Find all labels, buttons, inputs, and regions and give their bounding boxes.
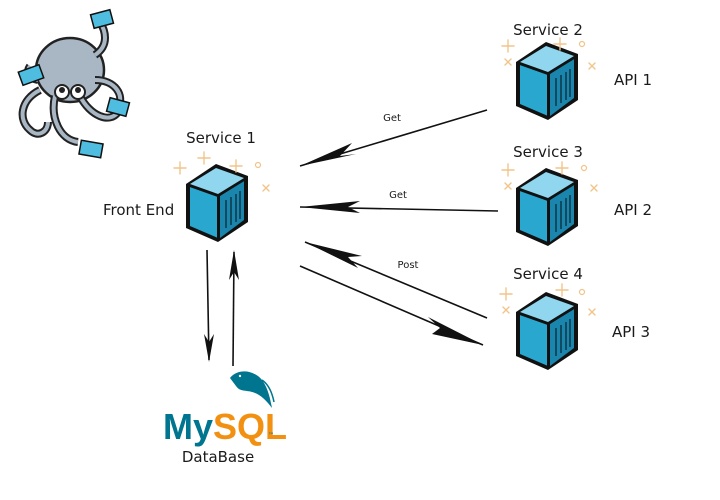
mysql-logo-icon: MySQL ™ bbox=[163, 371, 287, 447]
service-4-api: API 3 bbox=[612, 323, 650, 341]
service-4-container-icon bbox=[515, 291, 579, 371]
service-3-api: API 2 bbox=[614, 201, 652, 219]
svg-text:MySQL: MySQL bbox=[163, 406, 287, 447]
service-1-role: Front End bbox=[103, 201, 174, 219]
octopus-mascot-icon bbox=[17, 8, 131, 159]
service-1-sparkles bbox=[173, 151, 270, 192]
service-4-sparkles bbox=[499, 283, 596, 316]
database-label: DataBase bbox=[182, 448, 254, 466]
service-2-name: Service 2 bbox=[513, 21, 583, 39]
edge-database-to-service1 bbox=[229, 250, 239, 367]
service-2-api: API 1 bbox=[614, 71, 652, 89]
service-1-container-icon bbox=[185, 163, 249, 243]
service-2-sparkles bbox=[501, 37, 596, 70]
svg-text:™: ™ bbox=[268, 432, 274, 439]
service-4-name: Service 4 bbox=[513, 265, 583, 283]
edge-service3-to-service1 bbox=[299, 201, 499, 213]
service-3-sparkles bbox=[501, 161, 598, 192]
edge-service4-to-service1 bbox=[304, 241, 488, 319]
service-3-container-icon bbox=[515, 167, 579, 247]
edge-2-label: Get bbox=[389, 190, 407, 201]
edge-service1-to-database bbox=[204, 249, 214, 362]
edge-1-label: Get bbox=[383, 113, 401, 124]
mysql-logo-sql: SQL bbox=[213, 406, 287, 447]
edge-service1-to-service4 bbox=[299, 265, 484, 346]
edge-3-label: Post bbox=[398, 260, 419, 271]
mysql-logo-my: My bbox=[163, 406, 213, 447]
service-2-container-icon bbox=[515, 41, 579, 121]
service-1-name: Service 1 bbox=[186, 129, 256, 147]
service-3-name: Service 3 bbox=[513, 143, 583, 161]
edge-service2-to-service1 bbox=[299, 109, 488, 167]
